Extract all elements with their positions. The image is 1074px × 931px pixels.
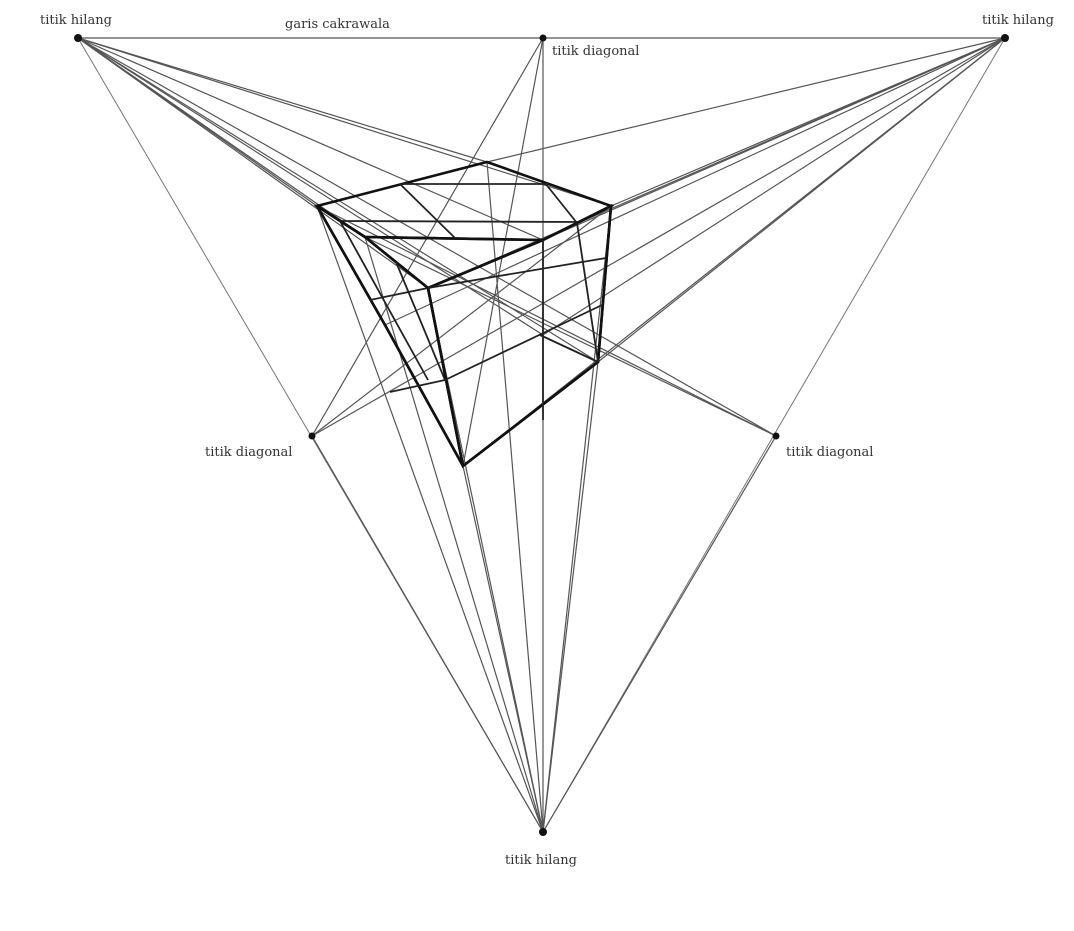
label-horizon: garis cakrawala [285, 17, 390, 32]
diagonal-point-left [308, 432, 316, 440]
vanishing-point-left [74, 34, 82, 42]
right-vp-lines [311, 37, 1006, 467]
label-diag-left: titik diagonal [205, 445, 292, 460]
label-diag-top: titik diagonal [552, 44, 639, 59]
label-diag-right: titik diagonal [786, 445, 873, 460]
bottom-vp-lines [311, 161, 777, 833]
label-vp-bottom: titik hilang [505, 853, 577, 868]
vanishing-point-bottom [539, 828, 547, 836]
label-vp-right: titik hilang [982, 13, 1054, 28]
diagonal-lines [311, 37, 777, 467]
diagonal-point-right [772, 432, 780, 440]
label-vp-left: titik hilang [40, 13, 112, 28]
vanishing-point-right [1001, 34, 1009, 42]
diagonal-point-top [539, 34, 547, 42]
cube [313, 160, 615, 469]
